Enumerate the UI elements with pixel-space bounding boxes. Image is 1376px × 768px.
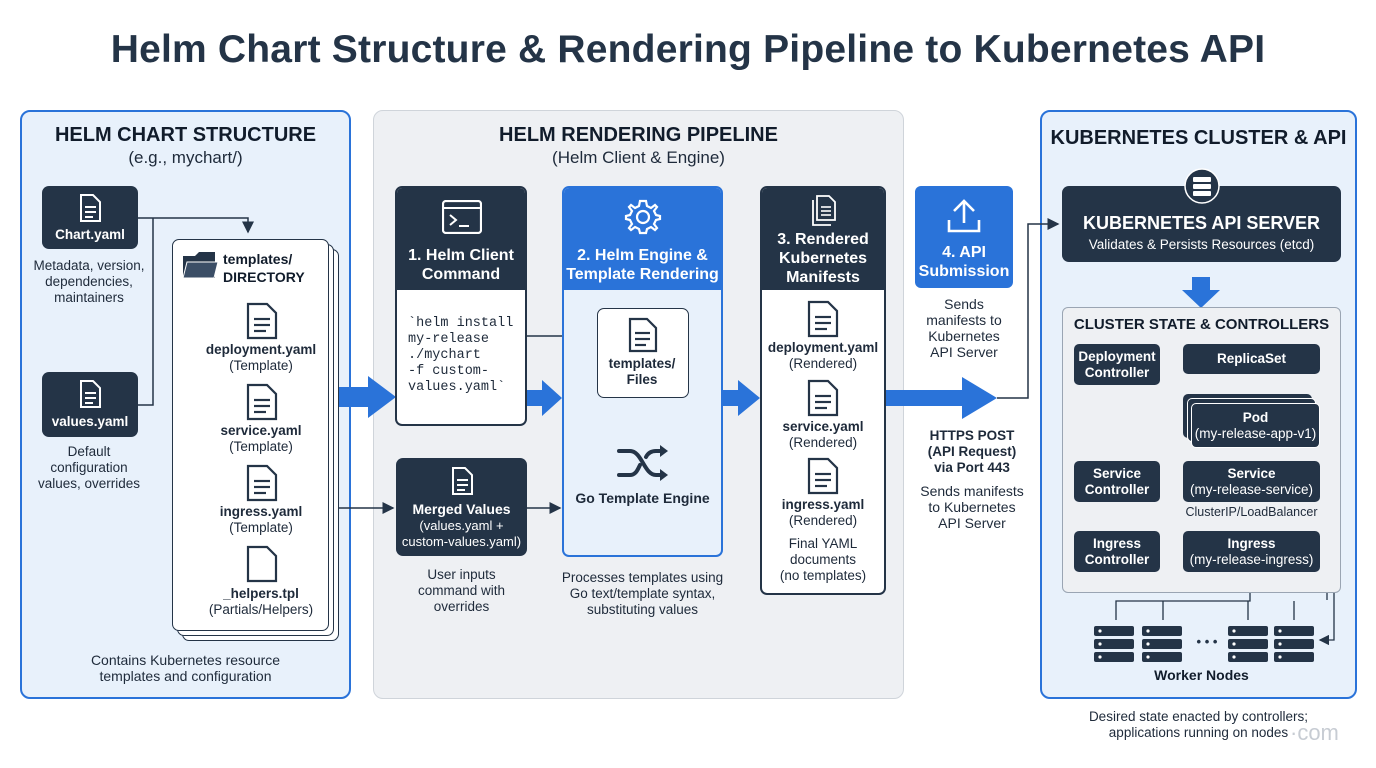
file-icon bbox=[80, 380, 101, 408]
helpers-template: _helpers.tpl(Partials/Helpers) bbox=[208, 586, 314, 617]
merged-values-title: Merged Values bbox=[412, 501, 511, 517]
go-template-engine: Go Template Engine bbox=[575, 490, 710, 506]
chart-to-templates-line bbox=[137, 217, 254, 234]
file-icon bbox=[246, 545, 278, 583]
arrow-step2-to-step3 bbox=[723, 380, 760, 416]
values-yaml-box: values.yaml bbox=[42, 372, 138, 437]
service-rendered: service.yaml(Rendered) bbox=[782, 419, 864, 450]
file-icon bbox=[628, 317, 658, 353]
worker-nodes-icons bbox=[1094, 626, 1314, 662]
file-icon bbox=[807, 300, 839, 338]
chart-yaml-description: Metadata, version,dependencies,maintaine… bbox=[33, 258, 145, 305]
service-template: service.yaml(Template) bbox=[220, 423, 302, 454]
api-server-subtitle: Validates & Persists Resources (etcd) bbox=[1088, 237, 1315, 252]
terminal-icon bbox=[442, 200, 482, 234]
page-title: Helm Chart Structure & Rendering Pipelin… bbox=[110, 28, 1266, 71]
left-panel-subheading: (e.g., mychart/) bbox=[128, 148, 243, 167]
file-icon bbox=[246, 302, 278, 340]
https-post-label: HTTPS POST(API Request)via Port 443 bbox=[927, 428, 1017, 475]
file-icon bbox=[246, 464, 278, 502]
deployment-template: deployment.yaml(Template) bbox=[205, 342, 317, 373]
values-to-templates-line bbox=[137, 218, 154, 406]
server-rack-icon bbox=[1142, 626, 1182, 662]
pod: Pod(my-release-app-v1) bbox=[1191, 403, 1320, 448]
ingress-resource: Ingress(my-release-ingress) bbox=[1183, 531, 1320, 572]
step2-title: 2. Helm Engine &Template Rendering bbox=[566, 247, 719, 283]
merged-values-box: Merged Values (values.yaml +custom-value… bbox=[396, 458, 527, 556]
worker-nodes-label: Worker Nodes bbox=[1154, 667, 1249, 683]
server-icon bbox=[1184, 168, 1220, 204]
step2-helm-engine: 2. Helm Engine &Template Rendering bbox=[562, 186, 723, 557]
arrow-step1-to-step2 bbox=[527, 380, 562, 416]
server-rack-icon bbox=[1274, 626, 1314, 662]
values-yaml-label: values.yaml bbox=[51, 414, 129, 429]
server-rack-icon bbox=[1228, 626, 1268, 662]
server-rack-icon bbox=[1094, 626, 1134, 662]
api-to-server-line bbox=[997, 218, 1060, 399]
ingress-rendered: ingress.yaml(Rendered) bbox=[781, 497, 865, 528]
replicaset: ReplicaSet bbox=[1183, 344, 1320, 374]
api-server-title: KUBERNETES API SERVER bbox=[1082, 213, 1321, 233]
file-icon bbox=[452, 467, 473, 495]
kubernetes-api-server: KUBERNETES API SERVER Validates & Persis… bbox=[1062, 168, 1341, 262]
service-resource: Service(my-release-service) bbox=[1183, 461, 1320, 502]
service-type-note: ClusterIP/LoadBalancer bbox=[1185, 505, 1318, 519]
templates-files-label: templates/Files bbox=[608, 356, 676, 387]
gear-icon bbox=[624, 199, 662, 235]
chart-yaml-label: Chart.yaml bbox=[55, 227, 125, 242]
shuffle-icon bbox=[617, 445, 668, 481]
middle-panel-heading: HELM RENDERING PIPELINE bbox=[499, 124, 778, 146]
files-stack-icon bbox=[812, 195, 836, 226]
file-icon bbox=[807, 379, 839, 417]
watermark: ·com bbox=[1290, 720, 1339, 745]
right-panel-footer: Desired state enacted by controllers;app… bbox=[1088, 709, 1309, 740]
file-icon bbox=[807, 457, 839, 495]
arrow-left-to-pipeline bbox=[329, 376, 396, 418]
arrow-server-to-state bbox=[1182, 277, 1220, 308]
arrow-step3-to-api bbox=[886, 377, 997, 419]
folder-icon bbox=[182, 252, 219, 279]
left-panel-heading: HELM CHART STRUCTURE bbox=[54, 124, 317, 146]
upload-icon bbox=[947, 199, 981, 233]
worker-nodes-ellipsis: • • • bbox=[1196, 634, 1218, 649]
file-icon bbox=[246, 383, 278, 421]
templates-files-box: templates/Files bbox=[597, 308, 689, 398]
merged-values-desc: (values.yaml +custom-values.yaml) bbox=[401, 518, 522, 549]
file-icon bbox=[80, 194, 101, 222]
deployment-rendered: deployment.yaml(Rendered) bbox=[767, 340, 879, 371]
chart-yaml-box: Chart.yaml bbox=[42, 186, 138, 249]
templates-directory-label: templates/DIRECTORY bbox=[223, 251, 305, 285]
ingress-template: ingress.yaml(Template) bbox=[219, 504, 303, 535]
middle-panel-subheading: (Helm Client & Engine) bbox=[552, 148, 725, 167]
cluster-state-heading: CLUSTER STATE & CONTROLLERS bbox=[1073, 316, 1330, 333]
right-panel-heading: KUBERNETES CLUSTER & API bbox=[1050, 127, 1347, 149]
